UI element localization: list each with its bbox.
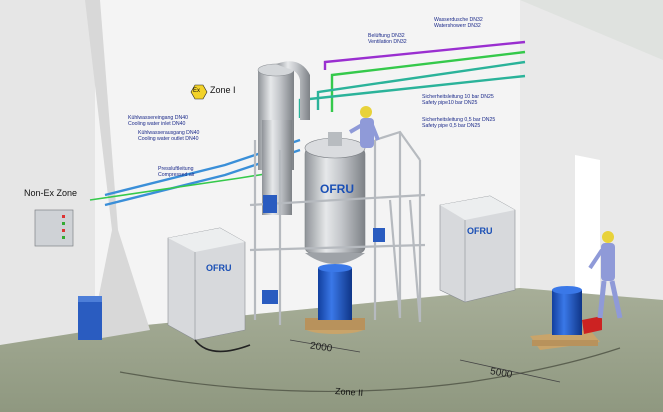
water-shower-label-de: Wasserdusche DN32: [434, 17, 483, 23]
worker-on-platform: [348, 106, 380, 148]
left-tank-brand-logo: OFRU: [206, 263, 232, 273]
pump-motor-bottom: [262, 290, 278, 304]
left-receiver-tank: [167, 227, 246, 341]
dimension-line-5000: [459, 359, 561, 383]
reactor-brand-logo: OFRU: [320, 182, 354, 196]
cooling-outlet-label-en: Cooling water outlet DN40: [138, 136, 199, 142]
safety-pipe-10-label-de: Sicherheitsleitung 10 bar DN25: [422, 94, 494, 100]
right-doorway: [575, 155, 600, 300]
right-receiver-tank: [439, 195, 516, 303]
pump-motor-right: [373, 228, 385, 242]
ventilation-pipe: [323, 40, 526, 70]
safety-pipe-05-label-en: Safety pipe 0,5 bar DN25: [422, 123, 481, 129]
platform-frame: [249, 130, 426, 325]
safety-pipe-10-label-en: Safety pipe10 bar DN25: [422, 100, 478, 106]
reactor-drum: [318, 268, 352, 320]
compressed-air-label-en: Compressed air: [158, 172, 195, 178]
left-column: [85, 0, 150, 340]
non-ex-control-cabinet: [34, 209, 74, 247]
non-ex-zone-label: Non-Ex Zone: [24, 188, 78, 198]
dimension-line-2000: [289, 339, 361, 353]
cooling-inlet-label-de: Kühlwassereingang DN40: [128, 115, 188, 121]
pump-motor-left: [263, 195, 277, 213]
right-drum-station: [530, 286, 602, 350]
right-wall: [520, 0, 663, 300]
right-tank-brand-logo: OFRU: [467, 226, 493, 236]
water-shower-pipe: [330, 50, 526, 112]
ex-warning-sign: [190, 84, 208, 100]
cooling-inlet-label-en: Cooling water inlet DN40: [128, 121, 186, 127]
worker-with-trolley: [588, 231, 623, 319]
water-shower-label-en: Watershowerr DN32: [434, 23, 481, 29]
left-tank-hose: [194, 339, 251, 353]
zone-one-label: Zone I: [210, 85, 236, 95]
vacuum-pump-unit: [78, 300, 102, 340]
floor: [0, 288, 663, 412]
ex-symbol-label: Ex: [193, 88, 201, 94]
safety-pipe-05-label-de: Sicherheitsleitung 0,5 bar DN25: [422, 117, 496, 123]
zone-boundary: [119, 347, 621, 393]
ventilation-label-en: Ventilation DN32: [368, 39, 407, 45]
safety-pipe-10bar: [316, 60, 526, 110]
cooling-outlet-label-de: Kühlwasserausgang DN40: [138, 130, 200, 136]
ventilation-label-de: Belüftung DN32: [368, 33, 405, 39]
zone-two-label: Zone II: [334, 386, 364, 398]
left-wall: [0, 0, 95, 345]
compressed-air-label-de: Pressluftleitung: [158, 166, 194, 172]
